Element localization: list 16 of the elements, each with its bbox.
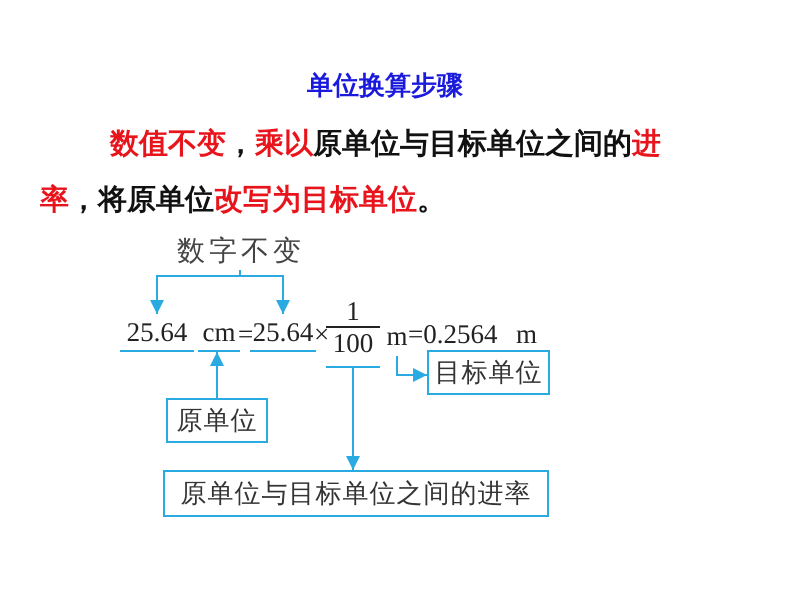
label-box: 目标单位 (427, 350, 550, 395)
term: 数字不变 (176, 234, 306, 270)
instruction-paragraph: 数值不变，乘以原单位与目标单位之间的进率，将原单位改写为目标单位。 (40, 126, 662, 218)
label-box: 原单位与目标单位之间的进率 (163, 470, 549, 517)
formula-symbol: m (516, 318, 538, 351)
arrow (239, 270, 290, 314)
underlined-term: 25.64 (120, 314, 194, 352)
underlined-term: cm (198, 314, 240, 352)
formula-symbol: =0.2564 (408, 318, 498, 351)
title: 单位换算步骤 (306, 69, 464, 102)
fraction: 1 100 (326, 296, 380, 368)
arrow (346, 368, 360, 470)
arrow (396, 356, 427, 382)
label-box: 原单位 (166, 398, 268, 443)
arrow (210, 352, 224, 398)
term: m (386, 316, 408, 356)
